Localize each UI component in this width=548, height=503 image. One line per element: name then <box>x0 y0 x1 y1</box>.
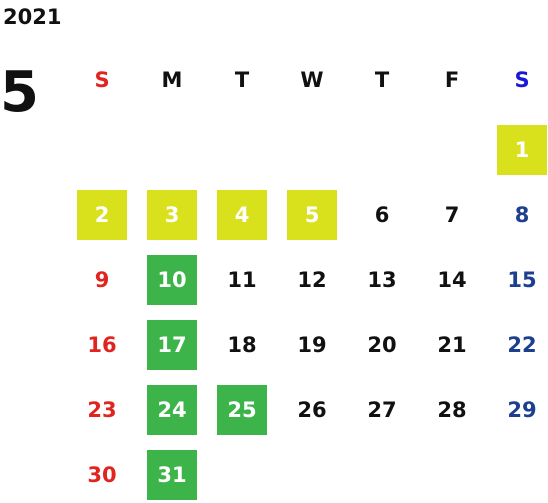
day-cell-4: 4 <box>217 190 267 240</box>
day-cell-27: 27 <box>367 398 397 422</box>
day-cell-12: 12 <box>297 268 327 292</box>
day-cell-19: 19 <box>297 333 327 357</box>
day-cell-7: 7 <box>444 203 460 227</box>
day-cell-11: 11 <box>227 268 257 292</box>
weekday-label-thu: T <box>374 68 390 92</box>
calendar-year: 2021 <box>3 5 62 29</box>
day-cell-22: 22 <box>507 333 537 357</box>
day-cell-6: 6 <box>374 203 390 227</box>
day-cell-31: 31 <box>147 450 197 500</box>
day-cell-2: 2 <box>77 190 127 240</box>
day-cell-18: 18 <box>227 333 257 357</box>
day-cell-9: 9 <box>94 268 110 292</box>
day-cell-26: 26 <box>297 398 327 422</box>
weekday-label-mon: M <box>161 68 183 92</box>
day-cell-15: 15 <box>507 268 537 292</box>
day-cell-21: 21 <box>437 333 467 357</box>
day-cell-10: 10 <box>147 255 197 305</box>
day-cell-28: 28 <box>437 398 467 422</box>
day-cell-5: 5 <box>287 190 337 240</box>
day-cell-20: 20 <box>367 333 397 357</box>
day-cell-30: 30 <box>87 463 117 487</box>
day-cell-14: 14 <box>437 268 467 292</box>
weekday-label-tue: T <box>234 68 250 92</box>
day-cell-3: 3 <box>147 190 197 240</box>
day-cell-25: 25 <box>217 385 267 435</box>
weekday-label-wed: W <box>300 68 324 92</box>
weekday-label-sat: S <box>514 68 530 92</box>
day-cell-13: 13 <box>367 268 397 292</box>
day-cell-17: 17 <box>147 320 197 370</box>
weekday-label-sun: S <box>94 68 110 92</box>
calendar-month: 5 <box>0 60 39 125</box>
day-cell-23: 23 <box>87 398 117 422</box>
day-cell-8: 8 <box>514 203 530 227</box>
day-cell-29: 29 <box>507 398 537 422</box>
day-cell-24: 24 <box>147 385 197 435</box>
day-cell-1: 1 <box>497 125 547 175</box>
day-cell-16: 16 <box>87 333 117 357</box>
weekday-label-fri: F <box>444 68 460 92</box>
